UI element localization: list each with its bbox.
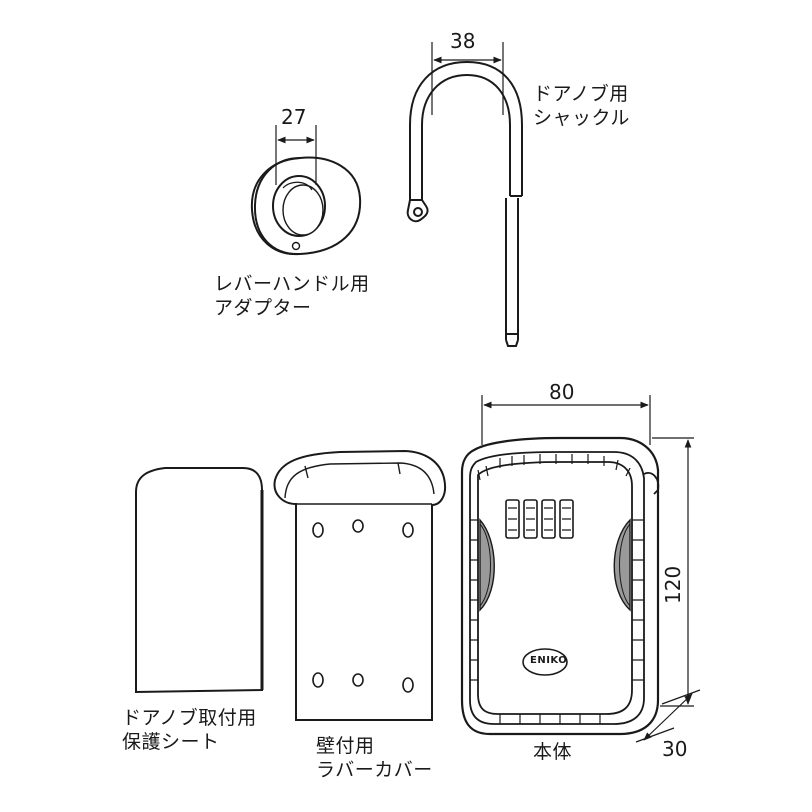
protect-sheet-label: ドアノブ取付用 保護シート	[122, 706, 257, 754]
shackle-label-line-1: ドアノブ用	[533, 83, 629, 105]
combination-dials	[505, 499, 574, 539]
shackle-label-line-2: シャックル	[533, 107, 630, 129]
body-width-dimension	[481, 395, 651, 445]
rubber-cover-label: 壁付用 ラバーカバー	[316, 734, 433, 782]
adapter-width-label: 27	[281, 105, 307, 129]
body-illustration	[460, 436, 660, 736]
mounting-holes	[312, 519, 414, 693]
grip-ribs	[470, 454, 644, 724]
body-label-line-1: 本体	[533, 741, 573, 763]
adapter-label-line-1: レバーハンドル用	[214, 273, 370, 295]
rubber-cover-label-line-1: 壁付用	[316, 735, 375, 757]
adapter-width-dimension	[275, 125, 317, 185]
protect-sheet-label-line-2: 保護シート	[122, 731, 220, 753]
body-height-label: 120	[661, 565, 685, 604]
protect-sheet-label-line-1: ドアノブ取付用	[122, 707, 257, 729]
rubber-cover-label-line-2: ラバーカバー	[316, 759, 433, 781]
body-label: 本体	[533, 740, 572, 764]
adapter-label: レバーハンドル用 アダプター	[214, 272, 370, 320]
protect-sheet-illustration	[135, 467, 264, 694]
body-width-label: 80	[549, 380, 575, 404]
shackle-width-dimension	[431, 42, 504, 115]
body-depth-label: 30	[662, 737, 688, 761]
adapter-label-line-2: アダプター	[214, 297, 312, 319]
body-depth-dimension	[635, 689, 701, 743]
adapter-illustration	[250, 156, 362, 256]
shackle-label: ドアノブ用 シャックル	[533, 82, 630, 130]
shackle-width-label: 38	[450, 29, 476, 53]
shackle-illustration	[406, 60, 523, 347]
rubber-cover-illustration	[273, 449, 446, 721]
brand-logo-text: ENIKO	[530, 655, 568, 666]
